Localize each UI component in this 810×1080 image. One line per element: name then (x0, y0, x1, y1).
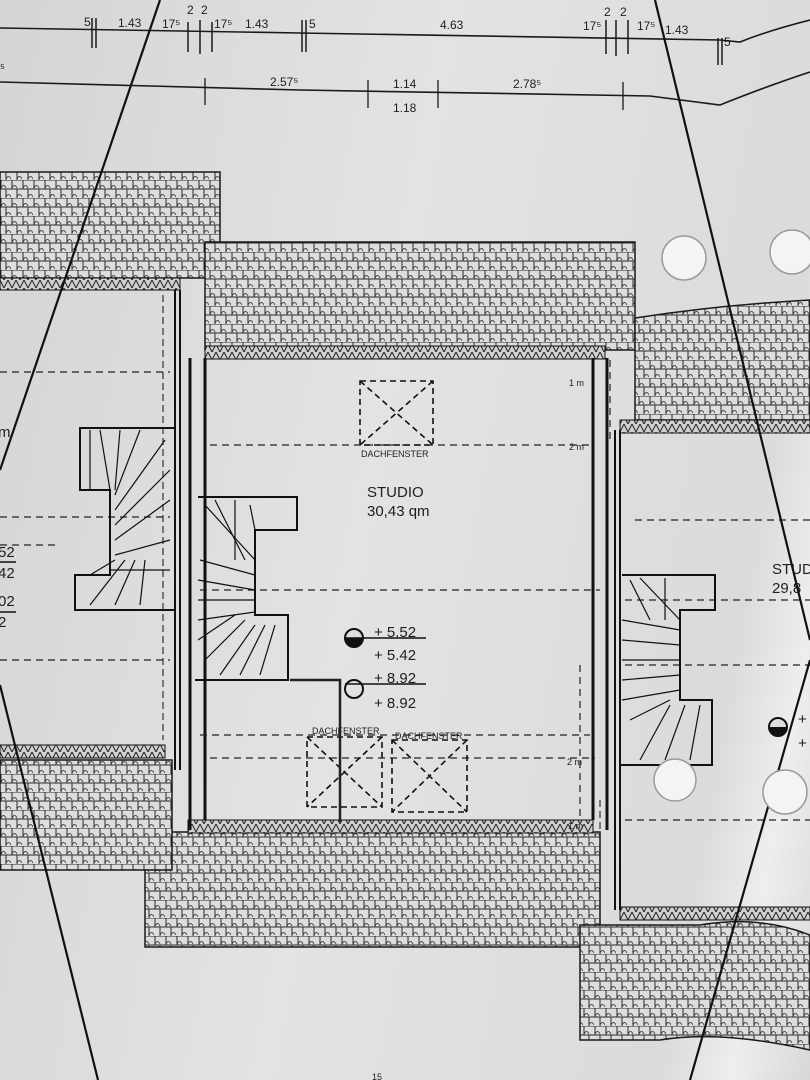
roof-slope-lines (0, 360, 810, 821)
dim-label: 2 (187, 3, 194, 17)
floor-level-icon (344, 628, 426, 685)
dim-label: ⁵ (0, 61, 5, 75)
elevation-divider (0, 561, 16, 613)
skylight-label: DACHFENSTER (312, 726, 380, 736)
page-number: 15 (372, 1072, 382, 1080)
punch-holes (653, 229, 810, 815)
dim-label: 2 (620, 5, 627, 19)
dimension-lines (0, 18, 810, 110)
dim-label: 2 (604, 5, 611, 19)
dim-label: 5 (724, 35, 731, 49)
height-mark: 2 m (567, 757, 582, 767)
partial-elevation: 02 (0, 593, 15, 610)
dim-label: 2 (201, 3, 208, 17)
dim-label: 17⁵ (583, 19, 601, 33)
dim-label: 1.14 (393, 77, 417, 91)
room-name: STUDIO (367, 484, 424, 501)
partial-elevation: + (798, 711, 807, 728)
dim-label: 4.63 (440, 18, 464, 32)
dim-label: 1.43 (118, 16, 142, 30)
elevation-lower: + 8.92 (374, 695, 416, 712)
roof-tiles (0, 171, 810, 1051)
dim-label: 2.78⁵ (513, 77, 541, 91)
skylight-label: DACHFENSTER (395, 731, 463, 741)
insulation-strips (0, 277, 810, 921)
height-mark: 1 m (569, 378, 584, 388)
dim-label: 5 (84, 15, 91, 29)
dim-label: 1.18 (393, 101, 417, 115)
elevation-lower: + 5.42 (374, 647, 416, 664)
partial-elevation: + (798, 735, 807, 752)
dim-label: 1.43 (245, 17, 269, 31)
dim-label: 17⁵ (637, 19, 655, 33)
height-mark: 1 m (568, 821, 583, 831)
partial-unit: m (0, 424, 11, 441)
skylight-label: DACHFENSTER (361, 449, 429, 459)
dim-label: 5 (309, 17, 316, 31)
room-area-partial: 29,8 (772, 580, 801, 597)
elevation-upper: + 5.52 (374, 624, 416, 641)
elevation-upper: + 8.92 (374, 670, 416, 687)
room-area: 30,43 qm (367, 503, 430, 520)
height-mark: 2 m (569, 442, 584, 452)
partial-elevation: 52 (0, 544, 15, 561)
marker-line (290, 678, 342, 822)
skylights (306, 380, 468, 813)
dimension-labels: 5 1.43 17⁵ 2 2 17⁵ 1.43 5 4.63 17⁵ 2 2 1… (0, 3, 731, 115)
dim-label: 2.57⁵ (270, 75, 298, 89)
dim-label: 1.43 (665, 23, 689, 37)
dim-label: 17⁵ (162, 17, 180, 31)
ridge-level-icon (344, 679, 364, 699)
staircases (74, 427, 716, 766)
partial-elevation: 2 (0, 614, 6, 631)
room-name-partial: STUD (772, 561, 810, 578)
partial-elevation: 42 (0, 565, 15, 582)
dim-label: 17⁵ (214, 17, 232, 31)
